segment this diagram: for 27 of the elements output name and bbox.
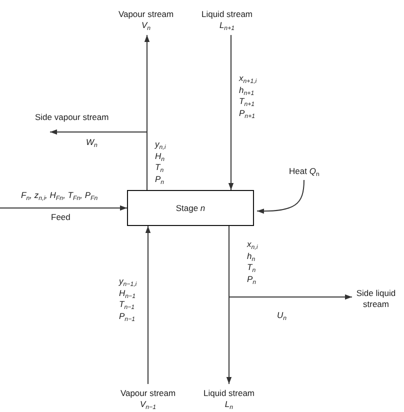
stream-label: Side liquid stream (355, 288, 397, 310)
arrow (50, 129, 148, 190)
curved-arrow (256, 180, 304, 214)
variable-list: y$_{n,i}$ H$_{n}$ T$_{n}$ P$_{n}$ (155, 139, 166, 185)
stream-symbol: V$_{n−1}$ (140, 399, 156, 409)
stream-name: Vapour stream (118, 9, 174, 19)
arrow (228, 226, 352, 300)
process-box (127, 190, 254, 226)
stream-name: Vapour stream (120, 388, 176, 398)
stream-label: Side vapour stream (35, 112, 109, 122)
variable-list: x$_{n,i}$ h$_{n}$ T$_{n}$ P$_{n}$ (247, 239, 258, 285)
stream-name: Liquid stream (201, 9, 253, 19)
heat-label: Heat Q$_{n}$ (289, 166, 320, 176)
stream-symbol: V$_{n}$ (141, 20, 151, 30)
arrow (145, 226, 151, 384)
stream-symbol: U$_{n}$ (277, 310, 287, 321)
box-label: Stage n (176, 203, 206, 213)
variable-list: y$_{n−1,i}$ H$_{n−1}$ T$_{n−1}$ P$_{n−1}$ (119, 276, 137, 322)
arrow (228, 34, 234, 190)
arrow (0, 205, 128, 211)
variable-list: F$_{n}$, z$_{n,i}$, H$_{Fn}$, T$_{Fn}$, P$_{Fn}$ (21, 190, 98, 201)
variable-list: x$_{n+1,i}$ h$_{n+1}$ T$_{n+1}$ P$_{n+1}$ (239, 73, 257, 119)
stream-symbol: L$_{n}$ (224, 399, 234, 409)
stream-symbol: W$_{n}$ (86, 137, 98, 148)
stream-label: Feed (51, 212, 70, 223)
stream-name: Liquid stream (203, 388, 255, 398)
stream-symbol: L$_{n+1}$ (219, 20, 235, 30)
